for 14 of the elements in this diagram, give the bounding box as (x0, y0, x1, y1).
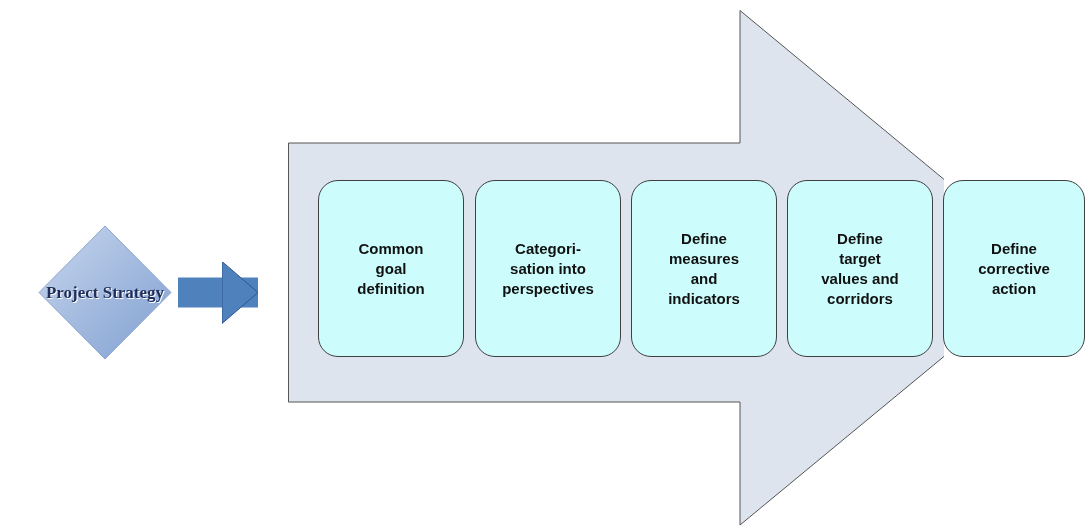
arrow (178, 261, 259, 324)
node-label: Define target values and corridors (820, 228, 900, 309)
process-box (787, 180, 933, 357)
node-label: Define corrective action (978, 238, 1050, 299)
node-label: Categori- sation into perspectives (502, 238, 594, 299)
process-box (943, 180, 1085, 357)
node-label: Common goal definition (357, 238, 425, 299)
block-arrow (288, 10, 944, 526)
process-box (475, 180, 621, 357)
process-box (318, 180, 464, 357)
node-label: Define measures and indicators (668, 228, 740, 309)
node-label: Project Strategy (44, 282, 166, 303)
decision-diamond (38, 225, 172, 360)
process-box (631, 180, 777, 357)
